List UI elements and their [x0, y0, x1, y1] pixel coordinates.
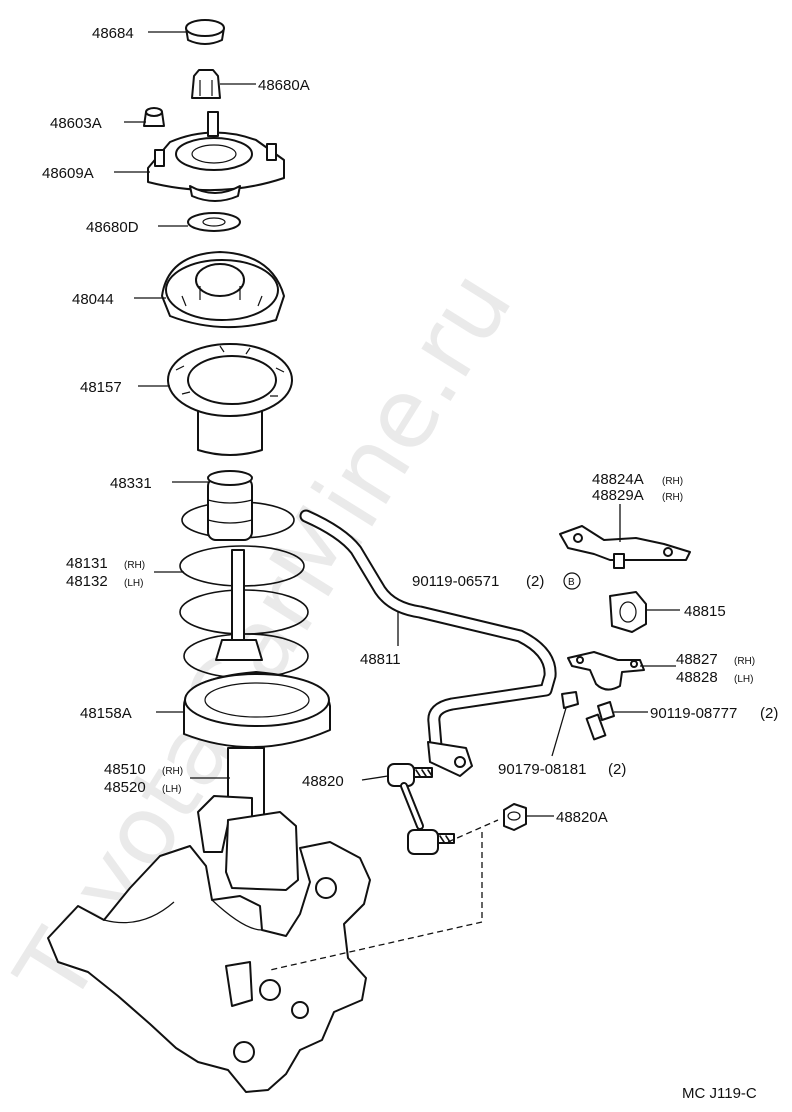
- diagram-code: MC J119-C: [682, 1085, 757, 1102]
- label-48044: 48044: [72, 291, 114, 308]
- leader-lines: [114, 31, 680, 817]
- label-48824a-rh: (RH): [662, 476, 683, 487]
- label-48132-lh: (LH): [124, 578, 143, 589]
- label-48520-lh: (LH): [162, 784, 181, 795]
- label-90179-08181: 90179-08181: [498, 761, 586, 778]
- support-48609a: [147, 111, 285, 202]
- label-48829a: 48829A: [592, 487, 644, 504]
- label-48680a: 48680A: [258, 77, 310, 94]
- washer-48680d: [187, 212, 241, 232]
- nut-90179-08181: [561, 691, 579, 709]
- bracket-48827: [567, 651, 645, 691]
- label-48331: 48331: [110, 475, 152, 492]
- seat-48044: [161, 251, 285, 329]
- stabilizer-bar-48811: [299, 509, 557, 777]
- knuckle-assembly: [47, 841, 371, 1093]
- label-48824a: 48824A: [592, 471, 644, 488]
- cap-48684: [185, 19, 225, 45]
- nut-48680a: [191, 69, 221, 99]
- label-48510: 48510: [104, 761, 146, 778]
- label-48827-rh: (RH): [734, 656, 755, 667]
- label-48820: 48820: [302, 773, 344, 790]
- bracket-48824a: [559, 525, 691, 569]
- label-90119-06571-qty: (2): [526, 573, 544, 590]
- label-48131: 48131: [66, 555, 108, 572]
- label-48603a: 48603A: [50, 115, 102, 132]
- lower-seat-48158a: [183, 671, 331, 749]
- label-48811: 48811: [360, 651, 401, 668]
- label-48510-rh: (RH): [162, 766, 183, 777]
- marker-b-circle: [563, 572, 581, 590]
- label-90119-08777: 90119-08777: [650, 705, 737, 722]
- label-48132: 48132: [66, 573, 108, 590]
- bumper-48331: [207, 470, 253, 541]
- label-48815: 48815: [684, 603, 726, 620]
- guide-line-link: [269, 819, 499, 971]
- label-90179-08181-qty: (2): [608, 761, 626, 778]
- label-48828: 48828: [676, 669, 718, 686]
- label-48680d: 48680D: [86, 219, 139, 236]
- label-48820a: 48820A: [556, 809, 608, 826]
- label-48684: 48684: [92, 25, 134, 42]
- label-48609a: 48609A: [42, 165, 94, 182]
- label-48158a: 48158A: [80, 705, 132, 722]
- bolt-90119-08777: [585, 701, 615, 741]
- nut-48603a: [143, 107, 165, 127]
- label-48520: 48520: [104, 779, 146, 796]
- label-90119-06571: 90119-06571: [412, 573, 499, 590]
- label-48828-lh: (LH): [734, 674, 753, 685]
- stabilizer-link-48820: [387, 763, 455, 855]
- bushing-48815: [609, 591, 647, 633]
- label-48157: 48157: [80, 379, 122, 396]
- label-90119-08777-qty: (2): [760, 705, 778, 722]
- label-48829a-rh: (RH): [662, 492, 683, 503]
- label-48827: 48827: [676, 651, 718, 668]
- insulator-48157: [167, 343, 293, 456]
- marker-b: B: [568, 577, 575, 588]
- label-48131-rh: (RH): [124, 560, 145, 571]
- nut-48820a: [503, 803, 527, 831]
- shock-absorber-48510: [197, 549, 299, 891]
